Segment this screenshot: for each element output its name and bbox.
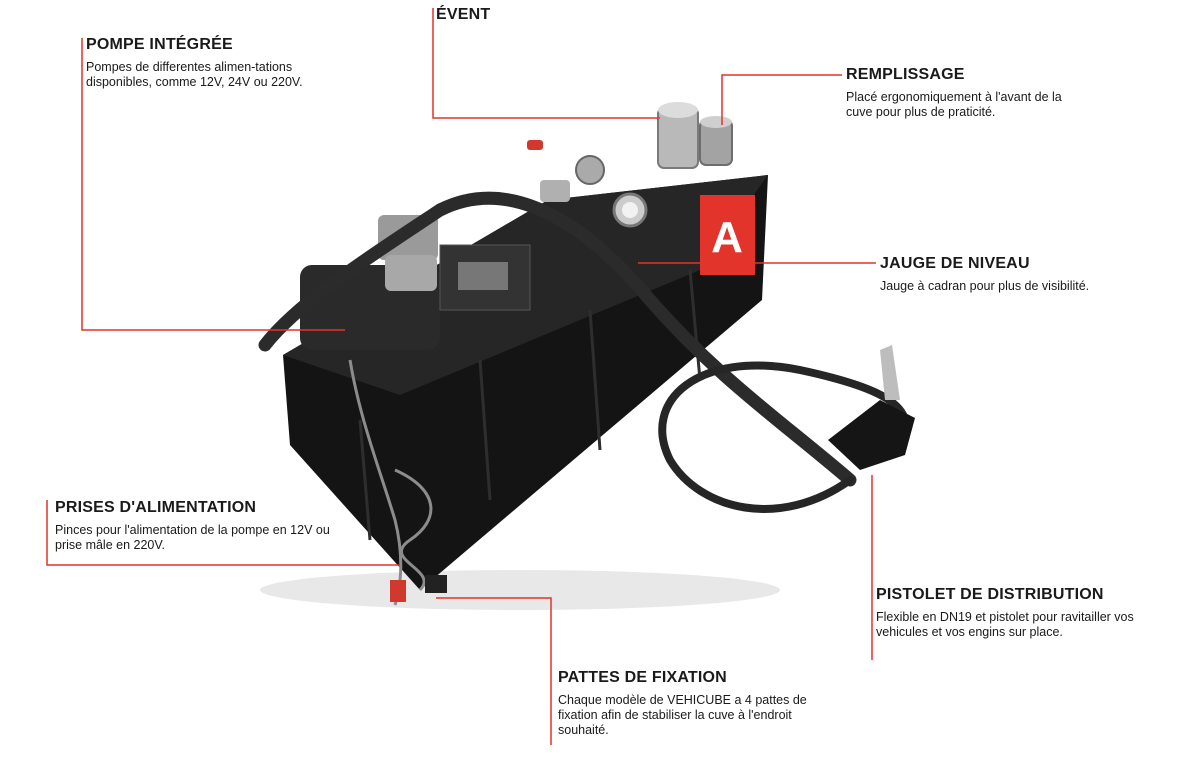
callout-pistolet-distribution: PISTOLET DE DISTRIBUTION Flexible en DN1… (876, 586, 1136, 640)
delivery-hose (258, 191, 857, 487)
callout-pattes-fixation: PATTES DE FIXATION Chaque modèle de VEHI… (558, 669, 838, 738)
callout-title: PRISES D'ALIMENTATION (55, 499, 257, 516)
hose-coil (658, 361, 909, 513)
callout-text: Pinces pour l'alimentation de la pompe e… (55, 523, 330, 552)
callout-title: PATTES DE FIXATION (558, 669, 727, 686)
power-cable-coil (394, 468, 433, 592)
leader-event (432, 8, 660, 119)
callout-text: Placé ergonomiquement à l'avant de la cu… (846, 90, 1062, 119)
callout-prises-alimentation: PRISES D'ALIMENTATION Pinces pour l'alim… (55, 499, 335, 553)
logo-panel (700, 195, 755, 275)
nozzle-spout (880, 345, 900, 400)
level-gauge-dial (622, 202, 638, 218)
callout-text: Jauge à cadran pour plus de visibilité. (880, 279, 1090, 293)
top-gauge (575, 155, 605, 185)
fill-cap-top (700, 116, 732, 128)
callout-jauge-de-niveau: JAUGE DE NIVEAU Jauge à cadran pour plus… (880, 255, 1100, 294)
leader-lines (46, 8, 876, 745)
callout-text: Chaque modèle de VEHICUBE a 4 pattes de … (558, 693, 807, 737)
fixing-bracket (425, 575, 447, 593)
tank-ribs (358, 269, 702, 541)
callout-title: ÉVENT (436, 6, 491, 23)
leader-pattes (436, 597, 552, 745)
valve-handle (527, 140, 543, 150)
logo-letter: A (711, 213, 743, 262)
valve-fitting (540, 180, 570, 202)
leader-remplissage (721, 74, 842, 125)
pump-elbow-2 (385, 255, 437, 291)
callout-event: ÉVENT (436, 6, 586, 30)
vent-cap-top (658, 102, 698, 118)
callout-pompe-integree: POMPE INTÉGRÉE Pompes de differentes ali… (86, 36, 306, 90)
power-clamp (390, 580, 406, 602)
callout-text: Pompes de differentes alimen-tations dis… (86, 60, 303, 89)
leader-prises (46, 500, 400, 566)
nozzle-body (828, 400, 915, 470)
callout-title: POMPE INTÉGRÉE (86, 36, 233, 53)
callout-remplissage: REMPLISSAGE Placé ergonomiquement à l'av… (846, 66, 1076, 120)
leader-pompe (81, 38, 345, 331)
callout-title: PISTOLET DE DISTRIBUTION (876, 586, 1104, 603)
callout-title: JAUGE DE NIVEAU (880, 255, 1030, 272)
floor-shadow (260, 570, 780, 610)
callout-title: REMPLISSAGE (846, 66, 965, 83)
pump-label-plate (458, 262, 508, 290)
callout-text: Flexible en DN19 et pistolet pour ravita… (876, 610, 1134, 639)
